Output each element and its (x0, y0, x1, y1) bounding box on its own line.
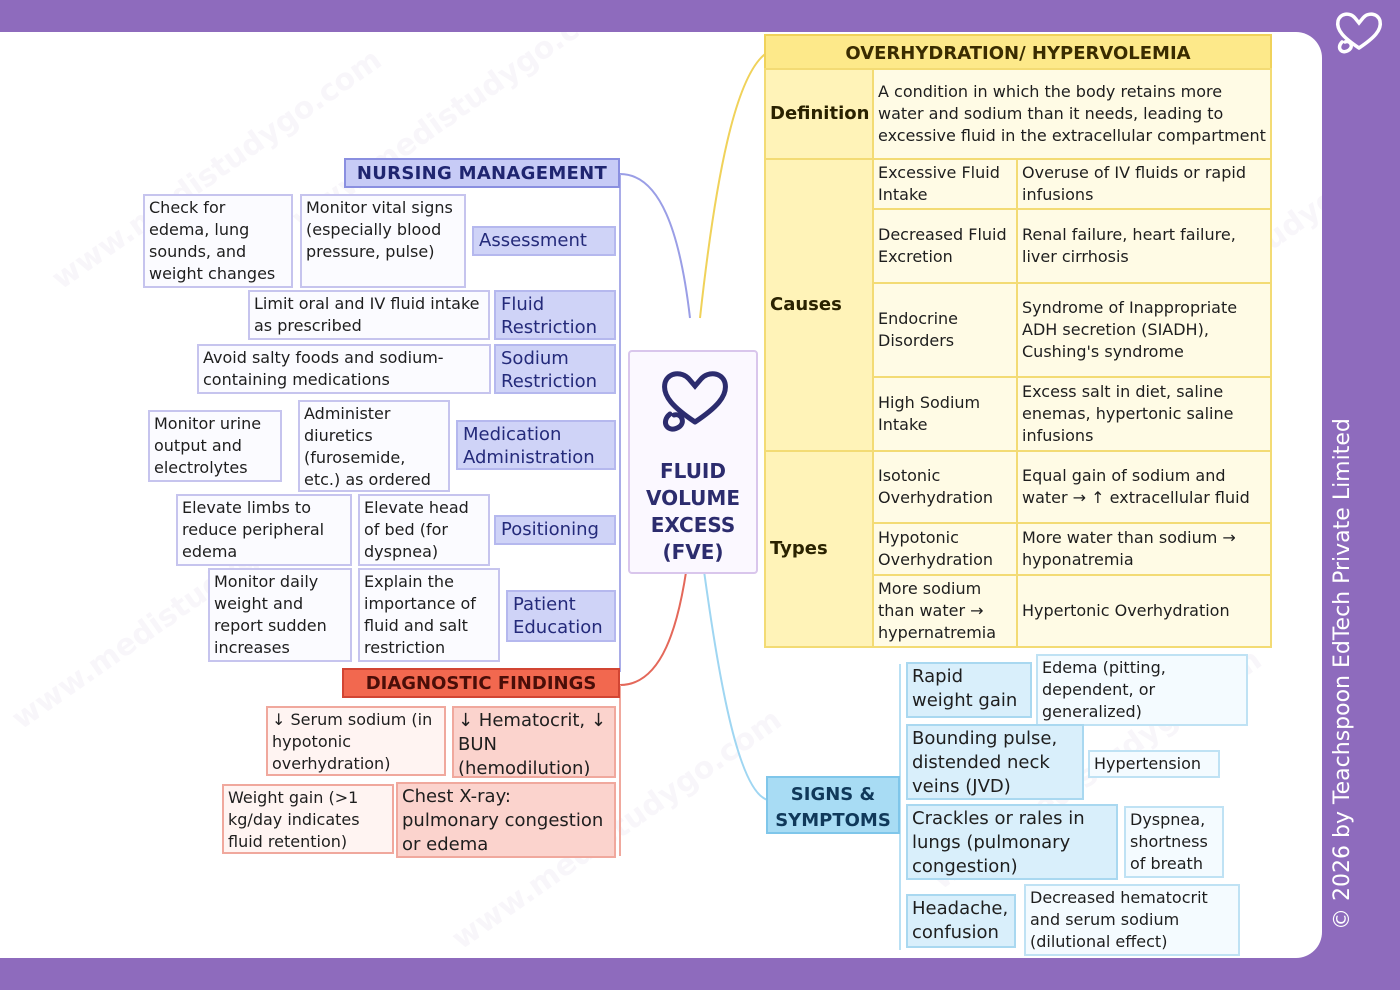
diagnostic-findings-heading: DIAGNOSTIC FINDINGS (342, 668, 620, 698)
types-label: Types (764, 450, 874, 648)
positioning-label: Positioning (494, 515, 616, 545)
diagnostic-item: ↓ Hematocrit, ↓ BUN (hemodilution) (452, 706, 616, 778)
cause-name: High Sodium Intake (872, 376, 1018, 452)
cause-name: Decreased Fluid Excretion (872, 208, 1018, 284)
cause-name: Endocrine Disorders (872, 282, 1018, 378)
sign-detail: Edema (pitting, dependent, or generalize… (1036, 654, 1248, 726)
fluid-restriction-label: Fluid Restriction (494, 290, 616, 340)
positioning-item: Elevate head of bed (for dyspnea) (358, 494, 490, 566)
diagnostic-item: ↓ Serum sodium (in hypotonic overhydrati… (266, 706, 446, 776)
assessment-item: Check for edema, lung sounds, and weight… (143, 194, 293, 288)
type-detail: Equal gain of sodium and water → ↑ extra… (1016, 450, 1272, 524)
cause-detail: Renal failure, heart failure, liver cirr… (1016, 208, 1272, 284)
assessment-item: Monitor vital signs (especially blood pr… (300, 194, 466, 288)
heart-stethoscope-logo-icon (1335, 12, 1383, 54)
education-label: Patient Education (506, 590, 616, 642)
sodium-restriction-item: Avoid salty foods and sodium-containing … (197, 344, 491, 394)
type-name: Isotonic Overhydration (872, 450, 1018, 524)
type-detail: Hypertonic Overhydration (1016, 574, 1272, 648)
overhydration-heading: OVERHYDRATION/ HYPERVOLEMIA (764, 34, 1272, 70)
assessment-label: Assessment (472, 226, 616, 256)
sign-item: Rapid weight gain (906, 662, 1032, 718)
signs-symptoms-heading: SIGNS & SYMPTOMS (766, 776, 900, 834)
mind-map-card: www.medistudygo.com www.medistudygo.com … (0, 32, 1322, 958)
connector-signs (699, 541, 769, 801)
cause-detail: Excess salt in diet, saline enemas, hype… (1016, 376, 1272, 452)
heart-stethoscope-icon (662, 371, 728, 432)
cause-name: Excessive Fluid Intake (872, 158, 1018, 210)
sign-item: Bounding pulse, distended neck veins (JV… (906, 724, 1084, 800)
diagnostic-item: Chest X-ray: pulmonary congestion or ede… (396, 782, 616, 858)
center-title: FLUID VOLUME EXCESS (FVE) (646, 459, 740, 564)
type-name: More sodium than water → hypernatremia (872, 574, 1018, 648)
connector-overhydration (699, 51, 769, 319)
sign-detail: Hypertension (1088, 750, 1220, 778)
branch-connectors (619, 51, 901, 950)
medication-item: Monitor urine output and electrolytes (148, 410, 282, 482)
sign-item: Headache, confusion (906, 894, 1016, 948)
cause-detail: Overuse of IV fluids or rapid infusions (1016, 158, 1272, 210)
causes-label: Causes (764, 158, 874, 452)
fluid-restriction-item: Limit oral and IV fluid intake as prescr… (248, 290, 490, 340)
sign-detail: Decreased hematocrit and serum sodium (d… (1024, 884, 1240, 956)
medication-item: Administer diuretics (furosemide, etc.) … (298, 400, 450, 492)
type-detail: More water than sodium → hyponatremia (1016, 522, 1272, 576)
sign-detail: Dyspnea, shortness of breath (1124, 806, 1224, 878)
education-item: Explain the importance of fluid and salt… (358, 568, 500, 662)
copyright-notice: © 2026 by Teachspoon EdTech Private Limi… (1330, 418, 1355, 930)
center-topic: FLUID VOLUME EXCESS (FVE) (628, 350, 758, 574)
sodium-restriction-label: Sodium Restriction (494, 344, 616, 394)
sign-item: Crackles or rales in lungs (pulmonary co… (906, 804, 1118, 880)
type-name: Hypotonic Overhydration (872, 522, 1018, 576)
positioning-item: Elevate limbs to reduce peripheral edema (176, 494, 352, 566)
medication-label: Medication Administration (456, 420, 616, 470)
connector-nursing (619, 173, 691, 319)
definition-label: Definition (764, 68, 874, 160)
nursing-management-heading: NURSING MANAGEMENT (344, 158, 620, 188)
cause-detail: Syndrome of Inappropriate ADH secretion … (1016, 282, 1272, 378)
definition-text: A condition in which the body retains mo… (872, 68, 1272, 160)
education-item: Monitor daily weight and report sudden i… (208, 568, 352, 662)
diagnostic-item: Weight gain (>1 kg/day indicates fluid r… (222, 784, 394, 854)
